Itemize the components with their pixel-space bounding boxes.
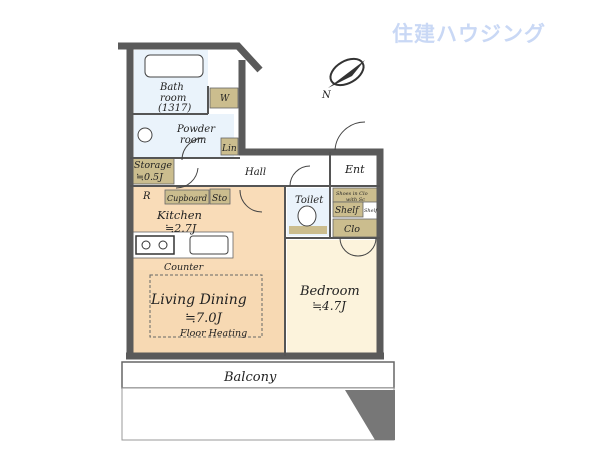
balcony-label: Balcony (223, 370, 277, 385)
storage-size: ≒0.5J (136, 172, 164, 183)
toilet-label: Toilet (295, 195, 324, 206)
closet-label: Clo (344, 224, 360, 235)
storage-closet (131, 157, 175, 185)
powder-label: Powder (176, 124, 216, 135)
wing-wall-right (238, 60, 384, 358)
door-swing (334, 121, 366, 151)
outer-wall-top (118, 42, 263, 73)
burner (141, 240, 151, 250)
entrance-label: Ent (344, 163, 365, 176)
kitchen-label: Kitchen (156, 208, 202, 222)
floor-heating-label: Floor Heating (179, 328, 247, 339)
shoes-label-2: with Sc (346, 197, 365, 203)
compass-label: N (321, 90, 332, 101)
shelf-small-label: Shelf (364, 208, 378, 214)
cupboard (164, 189, 210, 205)
powder-label-2: room (180, 135, 206, 146)
floor-heating-area (149, 274, 263, 338)
balcony-area (121, 361, 395, 389)
wash-label: W (220, 94, 230, 104)
burner (158, 240, 168, 250)
shelf-label: Shelf (335, 206, 360, 216)
door-swing (181, 137, 205, 161)
bath-label-2: room (160, 93, 186, 104)
linen-closet (220, 137, 239, 156)
balcony-pillar (345, 390, 395, 440)
counter-label: Counter (164, 262, 205, 273)
toilet-tan-strip (289, 226, 327, 234)
linen-label: Lin (221, 144, 237, 154)
bedroom-floor (287, 240, 379, 356)
bedroom-size: ≒4.7J (312, 299, 347, 313)
living-floor (130, 270, 285, 356)
compass-icon (328, 57, 365, 88)
door-swing (289, 165, 311, 187)
refrigerator-label: R (142, 191, 151, 202)
storage-label: Storage (134, 160, 172, 171)
bath-label: Bath (159, 82, 184, 93)
bedroom-label: Bedroom (299, 284, 360, 299)
sink (137, 127, 153, 143)
watermark-logo: 住建ハウジング (392, 22, 546, 46)
hall-floor (175, 158, 380, 190)
bath-size: (1317) (158, 103, 191, 114)
toilet-bowl (297, 205, 317, 227)
door-swing (175, 167, 199, 189)
stove (135, 235, 175, 255)
shoes-label: Shoes in Clo (336, 191, 368, 197)
cupboard-label: Cupboard (167, 194, 207, 203)
wash-area (209, 87, 239, 109)
door-swing (339, 237, 377, 257)
living-size: ≒7.0J (185, 311, 223, 326)
bathtub (144, 54, 204, 78)
sto-label: Sto (212, 194, 228, 204)
kitchen-size: ≒2.7J (165, 222, 197, 235)
living-label: Living Dining (150, 292, 247, 308)
kitchen-sink (189, 235, 229, 255)
door-swing (239, 189, 263, 213)
hall-label: Hall (244, 167, 266, 178)
shelf (332, 201, 364, 218)
sto-closet (209, 188, 231, 205)
